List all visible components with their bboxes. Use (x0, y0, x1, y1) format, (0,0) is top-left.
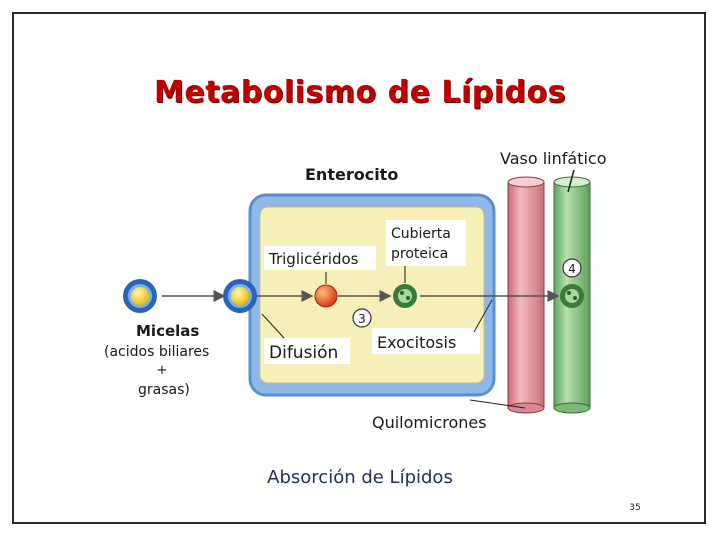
slide-title: Metabolismo de Lípidos (154, 75, 566, 110)
exocitosis-label: Exocitosis (377, 333, 456, 352)
micelas-detail-line2: grasas) (138, 382, 190, 398)
exocitosis-label-bg (372, 328, 480, 354)
chylomicron-in-lymph (560, 284, 584, 308)
step-3-number: 3 (358, 312, 366, 326)
difusion-label-bg (264, 338, 350, 364)
vaso-linfatico-label: Vaso linfático (500, 149, 607, 168)
micelle-left (123, 279, 157, 313)
triglyceride-droplet (314, 284, 338, 308)
cubierta-label-bg (386, 220, 466, 266)
slide-caption: Absorción de Lípidos (267, 467, 453, 488)
exocitosis-pointer (473, 299, 493, 333)
page-number: 35 (629, 503, 641, 513)
enterocito-label-bg (300, 160, 410, 186)
vaso-pointer-line (567, 169, 575, 193)
micelas-label: Micelas (136, 322, 199, 340)
trigliceridos-label-bg (264, 246, 376, 270)
red-vessel (507, 176, 545, 414)
quilomicrones-pointer (469, 399, 526, 409)
cubierta-label-line2: proteica (391, 246, 448, 262)
step-4-marker: 4 (562, 258, 582, 278)
quilomicrones-label: Quilomicrones (372, 413, 487, 432)
chylomicron-in-cell (393, 284, 417, 308)
difusion-label: Difusión (269, 343, 338, 363)
micelas-detail-plus: + (157, 363, 168, 378)
difusion-pointer (261, 313, 285, 339)
step-4-number: 4 (568, 262, 576, 276)
micelle-membrane (223, 279, 257, 313)
micelas-detail-line1: (acidos biliares (104, 344, 209, 360)
absorption-diagram: Enterocito Vaso linfático 4 (104, 149, 607, 432)
slide-frame (12, 12, 706, 524)
cubierta-label-line1: Cubierta (391, 226, 451, 242)
enterocito-label: Enterocito (305, 165, 398, 184)
trigliceridos-label: Triglicéridos (268, 250, 359, 268)
step-3-marker: 3 (352, 308, 372, 328)
